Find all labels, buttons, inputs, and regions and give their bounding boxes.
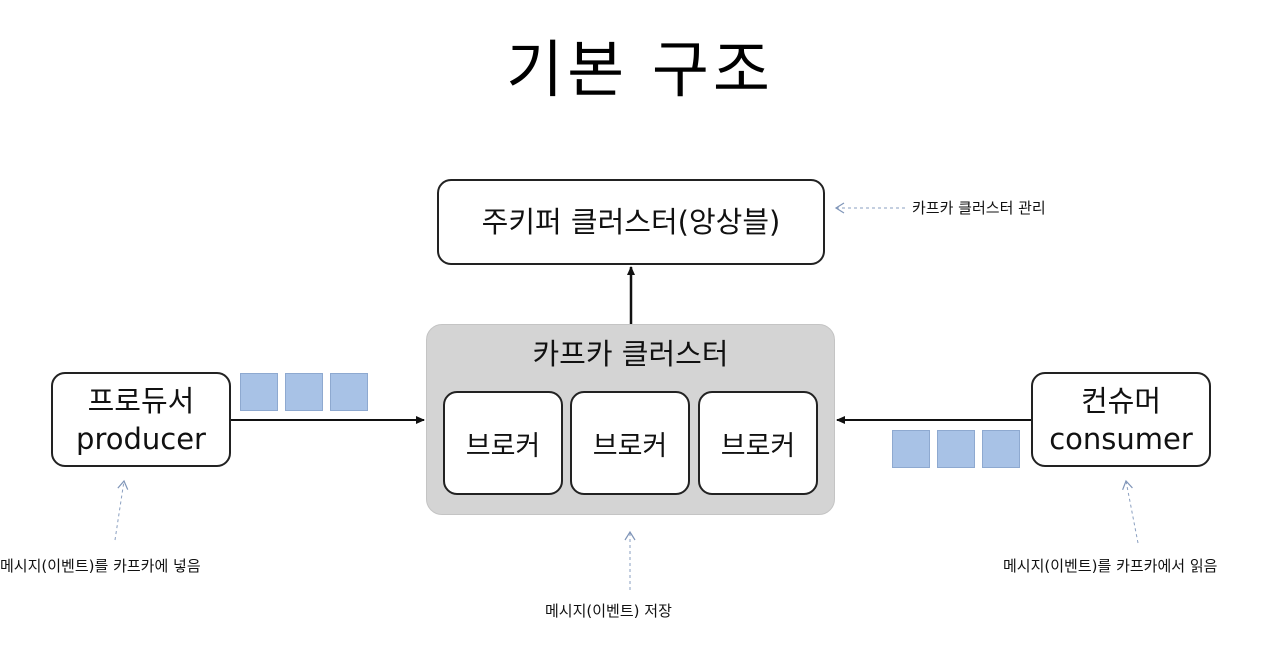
- message-block: [330, 373, 368, 411]
- message-block: [240, 373, 278, 411]
- message-block: [892, 430, 930, 468]
- producer-label-ko: 프로듀서: [87, 383, 195, 418]
- hint-arrow-consumer: [1122, 479, 1139, 544]
- producer-note: 메시지(이벤트)를 카프카에 넣음: [0, 557, 201, 575]
- cluster-note: 메시지(이벤트) 저장: [545, 602, 672, 620]
- message-block: [982, 430, 1020, 468]
- consumer-label-en: consumer: [1049, 421, 1193, 456]
- kafka-cluster-container: 카프카 클러스터 브로커 브로커 브로커: [426, 324, 835, 515]
- zookeeper-cluster-label: 주키퍼 클러스터(앙상블): [481, 205, 781, 239]
- consumer-box: 컨슈머 consumer: [1031, 372, 1211, 467]
- message-block: [937, 430, 975, 468]
- consumer-label-ko: 컨슈머: [1080, 383, 1162, 418]
- producer-label-en: producer: [76, 421, 206, 456]
- broker-label: 브로커: [465, 430, 541, 462]
- producer-box: 프로듀서 producer: [51, 372, 231, 467]
- broker-box-2: 브로커: [570, 391, 690, 495]
- broker-box-1: 브로커: [443, 391, 563, 495]
- message-block: [285, 373, 323, 411]
- diagram-title: 기본 구조: [506, 33, 774, 106]
- zookeeper-cluster-box: 주키퍼 클러스터(앙상블): [437, 179, 825, 265]
- broker-label: 브로커: [592, 430, 668, 462]
- broker-box-3: 브로커: [698, 391, 818, 495]
- broker-label: 브로커: [720, 430, 796, 462]
- zookeeper-note: 카프카 클러스터 관리: [912, 199, 1046, 217]
- hint-arrow-producer: [114, 479, 129, 541]
- consumer-note: 메시지(이벤트)를 카프카에서 읽음: [1003, 557, 1218, 575]
- kafka-cluster-label: 카프카 클러스터: [532, 337, 729, 371]
